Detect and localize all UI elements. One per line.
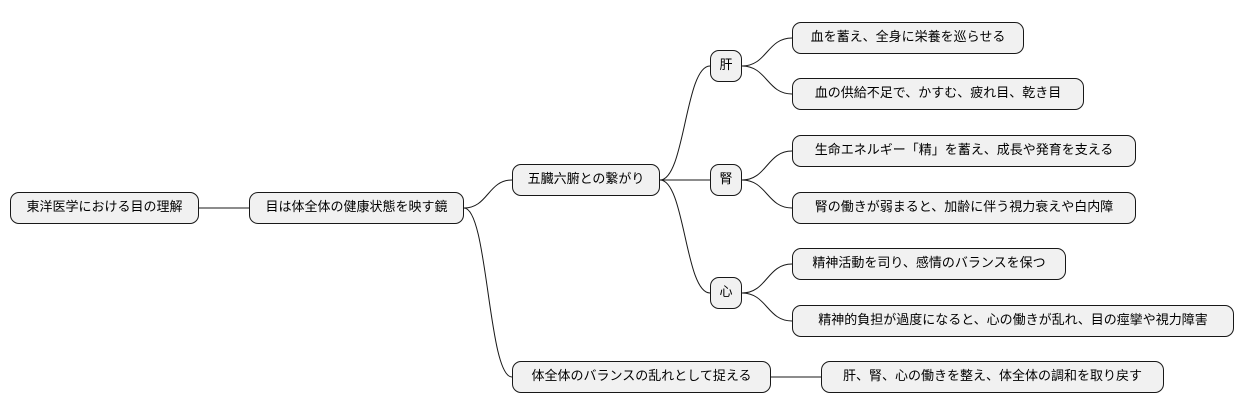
balance-fact: 肝、腎、心の働きを整え、体全体の調和を取り戻す: [821, 361, 1164, 393]
heart-fact-2: 精神的負担が過度になると、心の働きが乱れ、目の痙攣や視力障害: [792, 305, 1234, 337]
connector-liver-fact-2: [741, 65, 793, 95]
level1-node: 目は体全体の健康状態を映す鏡: [249, 192, 464, 224]
connector-organs-to-heart: [659, 179, 711, 294]
balance-branch-node: 体全体のバランスの乱れとして捉える: [512, 361, 771, 393]
liver-fact-2: 血の供給不足で、かすむ、疲れ目、乾き目: [792, 78, 1084, 110]
connector-liver-fact-1: [741, 37, 793, 67]
connector-heart-fact-2: [741, 292, 793, 322]
connector-level1-to-balance: [463, 207, 513, 378]
connector-kidney-fact-1: [741, 150, 793, 181]
root-node: 東洋医学における目の理解: [10, 192, 199, 224]
kidney-fact-2: 腎の働きが弱まると、加齢に伴う視力衰えや白内障: [792, 192, 1136, 224]
connector-kidney-fact-2: [741, 179, 793, 209]
heart-fact-1: 精神活動を司り、感情のバランスを保つ: [792, 248, 1066, 280]
heart-node: 心: [710, 277, 742, 309]
kidney-fact-1: 生命エネルギー「精」を蓄え、成長や発育を支える: [792, 135, 1136, 167]
liver-fact-1: 血を蓄え、全身に栄養を巡らせる: [792, 22, 1024, 54]
connector-heart-fact-1: [741, 263, 793, 294]
connector-organs-to-liver: [659, 65, 711, 181]
liver-node: 肝: [710, 50, 742, 82]
organs-branch-node: 五臓六腑との繋がり: [512, 164, 660, 196]
kidney-node: 腎: [710, 164, 742, 196]
connector-level1-to-organs: [463, 179, 513, 209]
